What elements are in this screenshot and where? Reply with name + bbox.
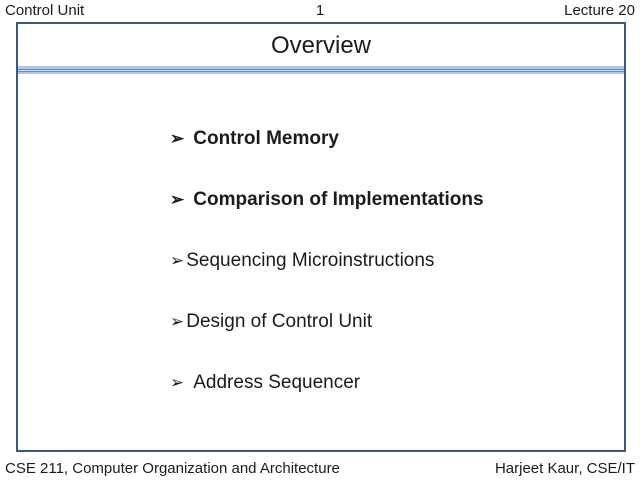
arrow-bullet-icon: ➢ (170, 311, 185, 331)
header-page-number: 1 (315, 2, 325, 19)
bullet-item-sequencing-microinstructions: ➢ Sequencing Microinstructions (170, 230, 614, 291)
bullet-label: Sequencing Microinstructions (186, 249, 435, 271)
title-divider (18, 66, 624, 74)
header-lecture-label: Lecture 20 (564, 2, 635, 19)
bullet-list: ➢ Control Memory ➢ Comparison of Impleme… (170, 108, 614, 413)
bullet-label: Design of Control Unit (186, 310, 373, 332)
bullet-item-design-of-control-unit: ➢ Design of Control Unit (170, 291, 614, 352)
page-header: Control Unit 1 Lecture 20 (5, 2, 635, 20)
footer-author-label: Harjeet Kaur, CSE/IT (494, 460, 635, 477)
bullet-label: Comparison of Implementations (193, 188, 484, 210)
arrow-bullet-icon: ➢ (170, 372, 185, 392)
bullet-label: Control Memory (193, 127, 339, 149)
bullet-item-comparison-of-implementations: ➢ Comparison of Implementations (170, 169, 614, 230)
arrow-bullet-icon: ➢ (170, 189, 185, 209)
header-course-label: Control Unit (5, 2, 85, 19)
slide-title: Overview (270, 32, 372, 59)
slide-frame: Overview ➢ Control Memory ➢ Comparison o… (16, 22, 626, 452)
arrow-bullet-icon: ➢ (170, 128, 185, 148)
bullet-item-control-memory: ➢ Control Memory (170, 108, 614, 169)
page-footer: CSE 211, Computer Organization and Archi… (5, 460, 635, 478)
arrow-bullet-icon: ➢ (170, 250, 185, 270)
bullet-item-address-sequencer: ➢ Address Sequencer (170, 352, 614, 413)
bullet-label: Address Sequencer (193, 371, 361, 393)
footer-course-label: CSE 211, Computer Organization and Archi… (5, 460, 340, 477)
